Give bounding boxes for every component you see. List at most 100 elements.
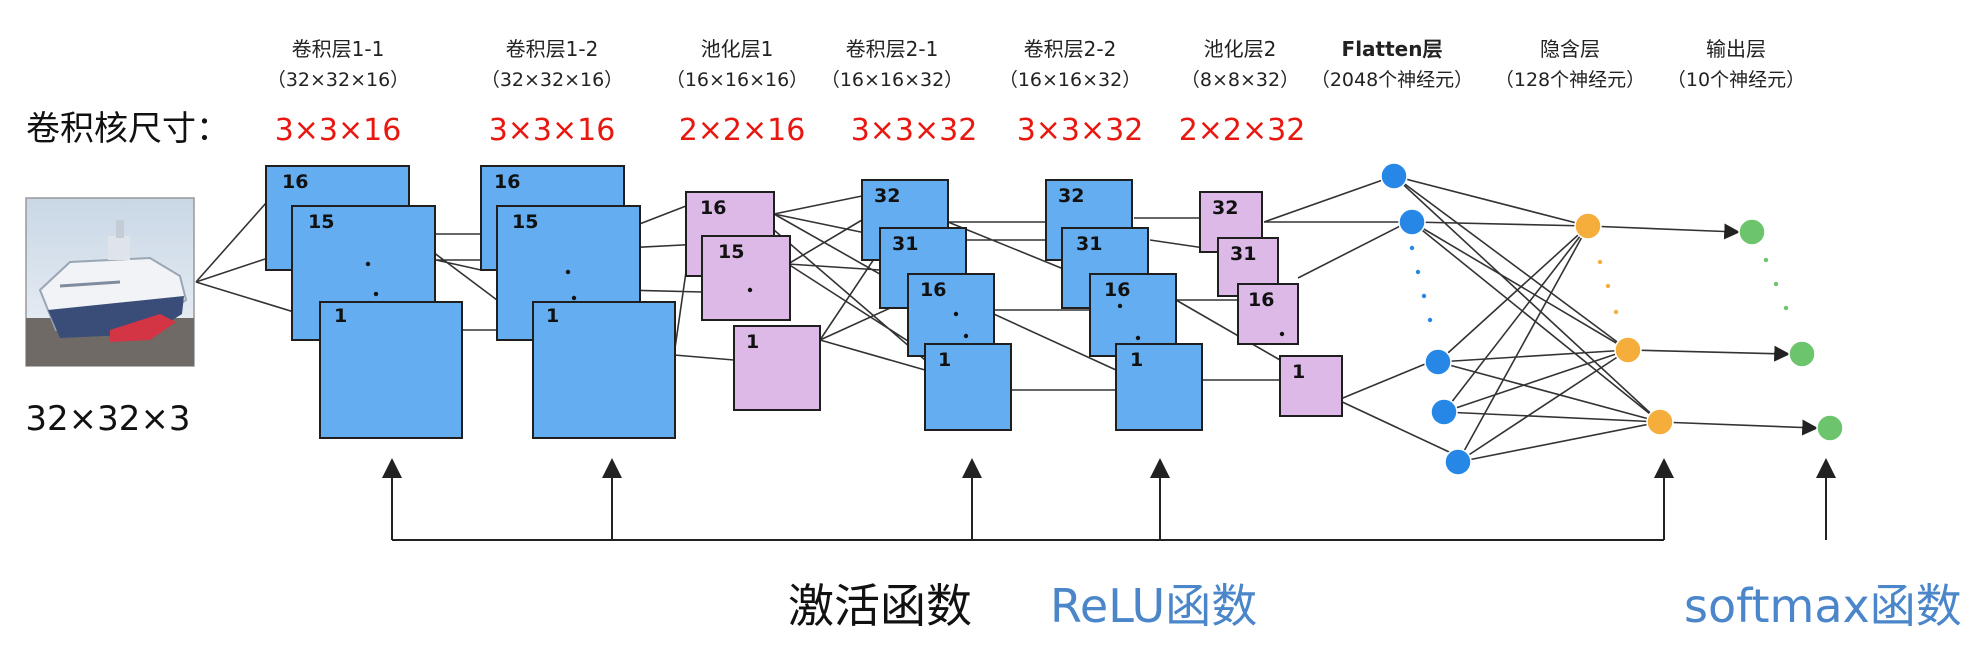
- connection-line: [1457, 225, 1589, 463]
- layer-name-output: 输出层: [1706, 37, 1766, 61]
- layer-dims-pool1: （16×16×16）: [666, 69, 808, 91]
- flatten-neuron: [1424, 348, 1452, 376]
- connection-line: [1393, 175, 1629, 351]
- feature-map-label: 16: [920, 279, 946, 301]
- layer-dims-conv1-1: （32×32×16）: [267, 69, 409, 91]
- feature-map-label: 32: [1212, 197, 1238, 219]
- hidden-neuron: [1614, 336, 1642, 364]
- activation-function-label: 激活函数: [788, 579, 972, 633]
- stack-conv2-2: 32 31 16 1: [1045, 179, 1203, 431]
- feature-map-label: 1: [938, 349, 951, 371]
- flatten-neuron: [1380, 162, 1408, 190]
- input-image: [25, 197, 195, 367]
- feature-map-label: 31: [1076, 233, 1102, 255]
- feature-map-label: 16: [494, 171, 520, 193]
- kernel-size-pool2: 2×2×32: [1179, 113, 1306, 148]
- feature-map-label: 16: [1248, 289, 1274, 311]
- stack-pool1: 16 15 1: [685, 191, 821, 411]
- stack-conv1-2: 16 15 1: [480, 165, 676, 439]
- feature-map: [1237, 283, 1299, 345]
- stack-conv1-1: 16 15 1: [265, 165, 463, 439]
- kernel-size-conv2-1: 3×3×32: [851, 113, 978, 148]
- flatten-neuron: [1444, 448, 1472, 476]
- connection-line: [1627, 345, 1791, 362]
- layer-dims-flatten: （2048个神经元）: [1311, 69, 1473, 91]
- connection-line: [1659, 419, 1819, 436]
- kernel-size-pool1: 2×2×16: [679, 113, 806, 148]
- relu-function-label: ReLU函数: [1050, 579, 1257, 633]
- ellipsis-dot: [1783, 305, 1789, 311]
- layer-name-conv1-2: 卷积层1-2: [506, 37, 599, 61]
- layer-dims-conv2-1: （16×16×32）: [821, 69, 963, 91]
- activation-arrows: [382, 458, 1836, 541]
- ellipsis-dot: [1613, 309, 1619, 315]
- flatten-neuron: [1398, 208, 1426, 236]
- connection-line: [1587, 223, 1741, 240]
- feature-map-label: 1: [334, 305, 347, 327]
- kernel-size-conv1-2: 3×3×16: [489, 113, 616, 148]
- feature-map-label: 1: [1292, 361, 1305, 383]
- feature-map: [924, 343, 1012, 431]
- kernel-size-row: 卷积核尺寸： 3×3×16 3×3×16 2×2×16 3×3×32 3×3×3…: [26, 109, 1305, 149]
- feature-map-label: 32: [1058, 185, 1084, 207]
- ellipsis-dot: [1409, 245, 1415, 251]
- connection-line: [1443, 225, 1589, 413]
- ellipsis-dot: [1763, 257, 1769, 263]
- kernel-size-label: 卷积核尺寸：: [26, 109, 230, 149]
- stack-conv2-1: 32 31 16 1: [861, 179, 1012, 431]
- kernel-size-conv1-1: 3×3×16: [275, 113, 402, 148]
- feature-map-label: 16: [700, 197, 726, 219]
- feature-map: [907, 273, 995, 357]
- connection-line: [1393, 175, 1661, 423]
- connection-line: [1443, 411, 1661, 423]
- feature-map: [1279, 355, 1343, 417]
- feature-map-label: 1: [1130, 349, 1143, 371]
- stack-pool2: 32 31 16 1: [1199, 191, 1343, 417]
- layer-name-flatten: Flatten层: [1342, 37, 1443, 61]
- kernel-size-conv2-2: 3×3×32: [1017, 113, 1144, 148]
- hidden-neuron: [1646, 408, 1674, 436]
- layer-name-pool2: 池化层2: [1204, 37, 1277, 61]
- ellipsis-dot: [1427, 317, 1433, 323]
- flatten-neuron: [1430, 398, 1458, 426]
- layer-dims-output: （10个神经元）: [1667, 69, 1805, 91]
- layer-name-conv2-2: 卷积层2-2: [1024, 37, 1117, 61]
- connection-line: [1457, 349, 1629, 463]
- layer-name-pool1: 池化层1: [701, 37, 774, 61]
- feature-map: [1089, 273, 1177, 357]
- ellipsis-dot: [1597, 259, 1603, 265]
- layer-dims-pool2: （8×8×32）: [1181, 69, 1299, 91]
- softmax-function-label: softmax函数: [1684, 579, 1962, 633]
- input-size-label: 32×32×3: [25, 399, 190, 439]
- feature-map: [701, 235, 791, 321]
- feature-map: [733, 325, 821, 411]
- layer-name-conv2-1: 卷积层2-1: [846, 37, 939, 61]
- output-neuron: [1738, 218, 1766, 246]
- feature-map-label: 1: [546, 305, 559, 327]
- output-neuron: [1816, 414, 1844, 442]
- hidden-neuron: [1574, 212, 1602, 240]
- feature-map-label: 31: [1230, 243, 1256, 265]
- layer-headers: 卷积层1-1 （32×32×16） 卷积层1-2 （32×32×16） 池化层1…: [267, 37, 1805, 91]
- layer-dims-hidden: （128个神经元）: [1495, 69, 1645, 91]
- feature-map-label: 15: [718, 241, 744, 263]
- connection-line: [1411, 221, 1629, 351]
- layer-name-conv1-1: 卷积层1-1: [292, 37, 385, 61]
- feature-map-label: 15: [512, 211, 538, 233]
- ellipsis-dot: [1773, 281, 1779, 287]
- layer-dims-conv1-2: （32×32×16）: [481, 69, 623, 91]
- dense-layers: [1380, 162, 1844, 476]
- feature-map-label: 32: [874, 185, 900, 207]
- output-neuron: [1788, 340, 1816, 368]
- connection-line: [1437, 225, 1589, 363]
- connection-line: [1411, 221, 1589, 227]
- feature-map: [319, 301, 463, 439]
- feature-map-label: 31: [892, 233, 918, 255]
- connection-line: [1393, 175, 1589, 227]
- feature-map: [532, 301, 676, 439]
- feature-map-label: 1: [746, 331, 759, 353]
- connection-line: [1457, 421, 1661, 463]
- feature-map-label: 15: [308, 211, 334, 233]
- connection-line: [1437, 349, 1629, 363]
